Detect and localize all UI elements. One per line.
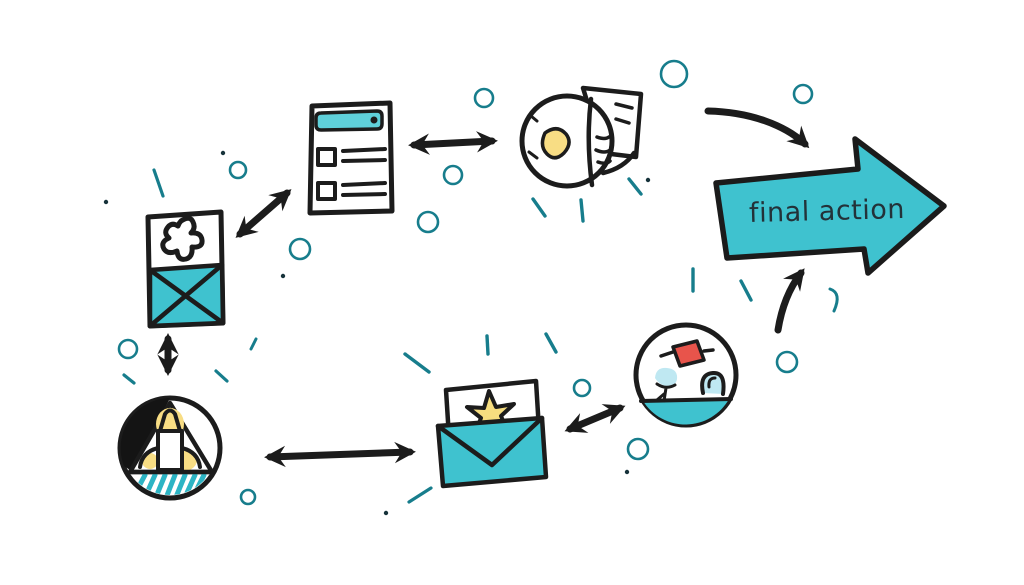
checklist-form-icon <box>307 100 395 216</box>
decor-dot <box>280 273 286 279</box>
community-bird <box>671 339 706 368</box>
idea-hatch-right <box>594 135 612 166</box>
decor-dash <box>403 352 431 374</box>
envelope-flap-v <box>435 415 545 468</box>
community-waterline <box>639 397 733 403</box>
final-action-arrow <box>713 136 947 276</box>
idea-hatch-left <box>527 114 539 160</box>
arrow-community-final <box>774 268 805 334</box>
arrow-ideahead-final <box>704 107 810 149</box>
idea-page-lines <box>614 102 634 125</box>
community-person-inner <box>707 376 717 389</box>
decor-bubble <box>288 237 312 261</box>
connector-arrows <box>157 107 810 468</box>
decor-bubble <box>239 488 257 506</box>
form-lines-1 <box>341 147 387 163</box>
scatter-decorations <box>117 59 839 506</box>
decor-dash <box>214 369 229 383</box>
envelope-body <box>435 415 549 489</box>
decor-bubble <box>117 338 139 360</box>
idea-head-divider <box>586 96 595 188</box>
community-bird-beak <box>659 348 715 358</box>
decor-dash <box>152 168 165 198</box>
rocket-body <box>156 429 184 472</box>
idea-chin-curve <box>600 150 637 176</box>
decor-dot <box>103 199 109 205</box>
decor-bubble <box>473 87 495 109</box>
arrow-form-ideahead <box>408 131 498 155</box>
community-tree-lines <box>655 382 677 403</box>
decor-dash <box>627 177 643 196</box>
decor-dot <box>624 469 630 475</box>
decor-dash <box>531 197 547 218</box>
decor-bubble <box>572 378 592 398</box>
decor-dash <box>485 334 490 356</box>
decor-hook <box>828 287 839 313</box>
form-checkbox-2 <box>316 181 337 201</box>
paper-plane-glyph <box>160 215 205 262</box>
decor-dash <box>739 279 753 302</box>
form-lines-2 <box>341 181 387 197</box>
decor-dash <box>249 337 258 351</box>
decor-bubble <box>416 210 440 234</box>
star-envelope-icon <box>435 378 549 489</box>
community-person <box>700 370 726 396</box>
postcard-flap-x <box>147 262 226 329</box>
decor-bubble <box>659 59 689 89</box>
community-water <box>643 399 729 425</box>
decor-bubble <box>442 164 464 186</box>
form-checkbox-1 <box>316 147 337 167</box>
form-search-dot <box>370 116 378 124</box>
decor-bubble <box>228 160 248 180</box>
rocket-nose <box>158 408 182 433</box>
postcard-plane-icon <box>145 209 226 329</box>
rocket-launch-icon <box>117 395 223 501</box>
decor-dots <box>103 150 651 516</box>
idea-bulb <box>540 127 571 160</box>
rocket-fin-right <box>180 446 202 469</box>
decor-bubble <box>792 83 814 105</box>
idea-head-icon <box>519 85 644 189</box>
form-search-bar <box>314 109 384 132</box>
community-tree <box>655 367 678 386</box>
decor-bubble <box>775 350 799 374</box>
decor-dot <box>645 177 651 183</box>
community-globe-icon <box>633 322 739 428</box>
arrow-rocket-starmail <box>264 441 416 468</box>
decor-dash <box>407 486 433 504</box>
arrow-starmail-community <box>564 404 626 433</box>
decor-dash <box>544 332 558 354</box>
arrow-postcard-form <box>235 189 292 238</box>
decor-dash <box>579 198 585 223</box>
decor-dot <box>383 510 389 516</box>
final-action-label: final action <box>748 193 906 230</box>
rocket-fin-left <box>138 446 160 469</box>
decor-dash <box>122 373 136 385</box>
decor-dot <box>220 150 226 156</box>
decor-bubble <box>626 437 650 461</box>
